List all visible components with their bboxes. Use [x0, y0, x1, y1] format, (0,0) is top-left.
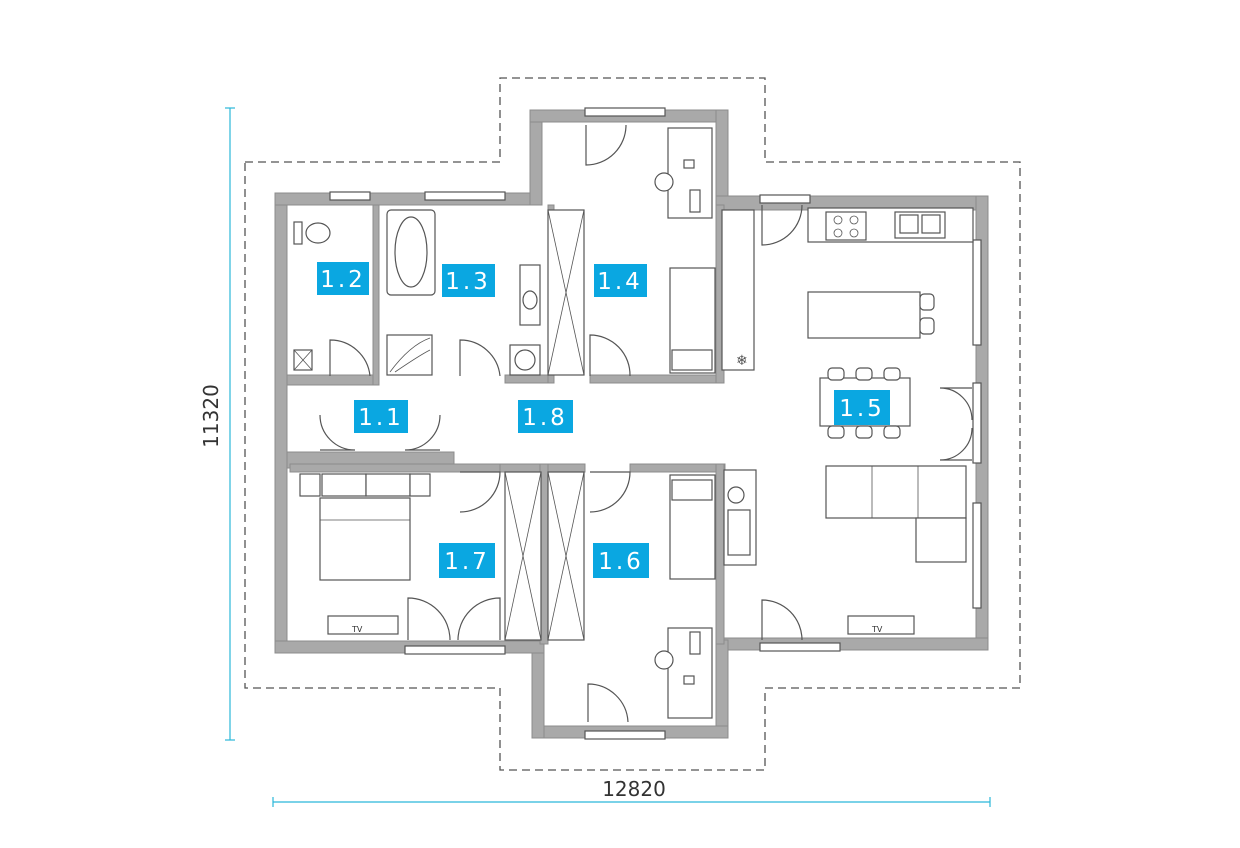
room-label-1-8: 1.8: [518, 400, 573, 433]
room-label-1-3: 1.3: [442, 264, 495, 297]
room-1-6-furniture: [654, 474, 716, 719]
dimension-width: 12820: [602, 777, 666, 801]
room-label-1-6: 1.6: [593, 543, 649, 578]
svg-text:1.5: 1.5: [839, 396, 885, 422]
kitchen-living-furniture: TV: [723, 207, 974, 635]
wc-fixtures: [293, 221, 331, 371]
tv-label-living: TV: [871, 625, 883, 634]
tv-label-bedroom: TV: [351, 625, 363, 634]
roof-outline: [244, 77, 1021, 771]
room-label-1-5: 1.5: [834, 390, 890, 425]
dimension-height: 11320: [199, 384, 223, 448]
freezer-icon: ❄: [736, 353, 748, 369]
svg-text:1.4: 1.4: [597, 269, 643, 295]
dimension-horizontal: 12820: [272, 777, 991, 807]
bedroom-1-7-furniture: TV: [299, 473, 431, 635]
bathroom-fixtures: [386, 209, 541, 376]
wardrobes: [504, 209, 585, 641]
svg-text:1.8: 1.8: [522, 405, 568, 431]
windows: [329, 107, 982, 740]
room-label-1-1: 1.1: [354, 400, 408, 433]
svg-text:1.3: 1.3: [445, 269, 491, 295]
room-labels: 1.2 1.3 1.4 1.1 1.8 1.5 1.7 1.6: [317, 262, 890, 578]
svg-text:1.2: 1.2: [320, 267, 366, 293]
svg-text:1.7: 1.7: [444, 549, 490, 575]
room-label-1-7: 1.7: [439, 543, 495, 578]
svg-text:1.6: 1.6: [598, 549, 644, 575]
room-label-1-2: 1.2: [317, 262, 369, 295]
dimension-vertical: 11320: [199, 107, 235, 741]
room-1-4-furniture: ❄: [654, 127, 755, 374]
doors: [319, 124, 973, 723]
room-label-1-4: 1.4: [594, 264, 647, 297]
svg-text:1.1: 1.1: [358, 405, 404, 431]
